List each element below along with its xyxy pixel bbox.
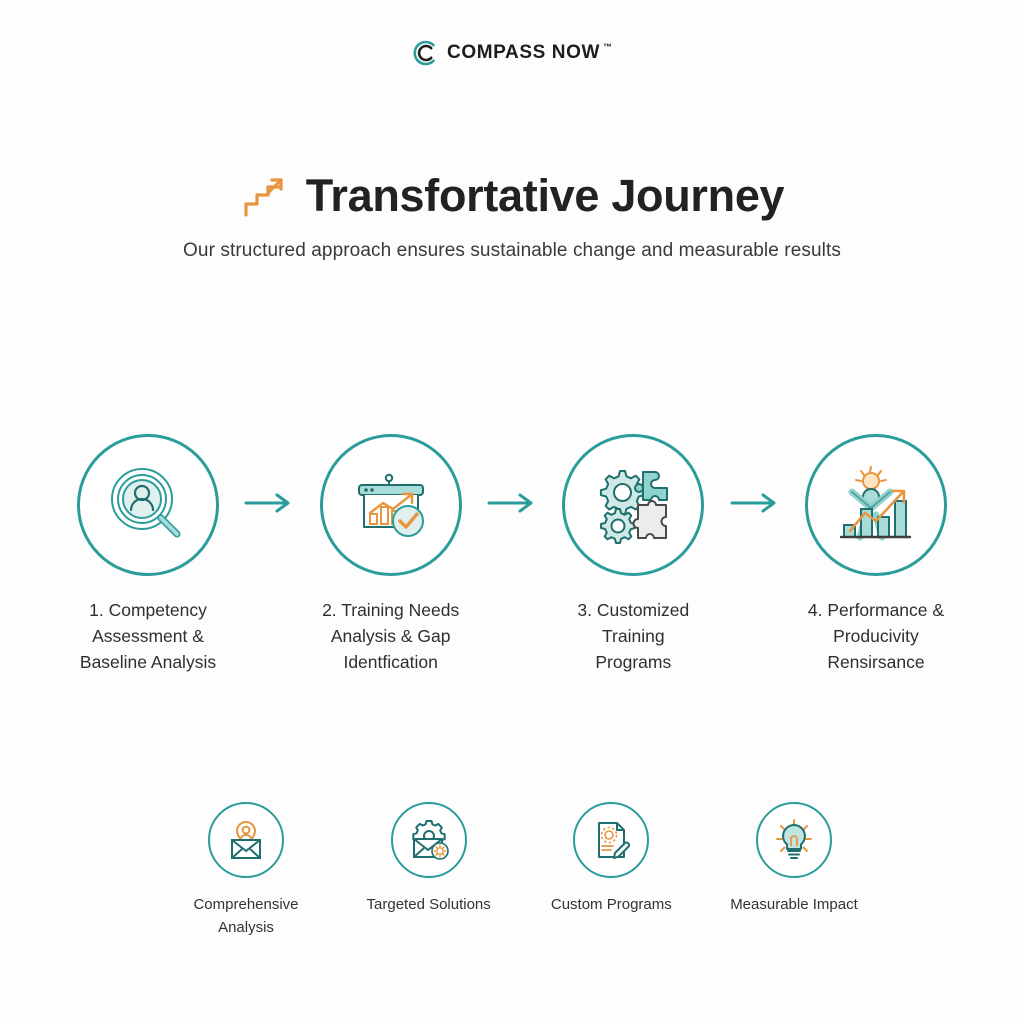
benefit-item-1[interactable]: Comprehensive Analysis xyxy=(170,802,322,939)
benefit-1-label-line2: Analysis xyxy=(218,918,274,936)
step-3-label-line1: 3. Customized xyxy=(577,600,690,620)
magnifier-person-icon xyxy=(102,459,194,551)
benefit-1-label-line1: Comprehensive xyxy=(193,896,299,913)
presentation-chart-check-icon xyxy=(345,459,437,551)
benefit-2-label-line1: Targeted Solutions xyxy=(366,896,491,913)
person-growth-chart-icon xyxy=(830,459,922,551)
step-2-label-line3: Identfication xyxy=(343,651,438,672)
arrow-right-icon xyxy=(730,492,780,519)
document-gear-pen-icon xyxy=(587,816,635,864)
benefit-4-icon-circle xyxy=(755,802,832,878)
step-1-label: 1. Competency Assessment & Baseline Anal… xyxy=(80,598,216,676)
step-1-icon-circle xyxy=(77,434,219,576)
process-step-1[interactable]: 1. Competency Assessment & Baseline Anal… xyxy=(62,434,234,676)
benefits-row: Comprehensive Analysis xyxy=(170,802,870,939)
step-3-label: 3. Customized Training Programs xyxy=(577,598,689,676)
gears-puzzle-icon xyxy=(587,459,679,551)
benefit-1-label: Comprehensive Analysis xyxy=(193,894,298,939)
step-4-icon-circle xyxy=(804,434,947,576)
step-3-label-line2: Training xyxy=(602,625,665,646)
brand-name: COMPASS NOW xyxy=(447,42,600,63)
step-2-label-line2: Analysis & Gap xyxy=(330,625,451,646)
step-2-label: 2. Training Needs Analysis & Gap Identfi… xyxy=(322,598,459,676)
arrow-right-icon xyxy=(487,492,537,519)
benefit-2-label: Targeted Solutions xyxy=(367,894,491,917)
envelope-person-pin-icon xyxy=(222,816,270,864)
step-1-label-line2: Assessment & xyxy=(92,625,204,646)
step-1-label-line3: Baseline Analysis xyxy=(79,651,217,672)
lightbulb-icon xyxy=(770,816,818,864)
step-4-label: 4. Performance & Producivity Rensirsance xyxy=(808,598,944,676)
step-2-icon-circle xyxy=(319,434,462,576)
growth-arrow-icon xyxy=(240,174,288,222)
arrow-right-icon xyxy=(244,492,294,519)
process-step-4[interactable]: 4. Performance & Producivity Rensirsance xyxy=(790,434,962,676)
trademark-symbol: ™ xyxy=(602,42,612,52)
process-step-3[interactable]: 3. Customized Training Programs xyxy=(547,434,719,676)
connector-arrow-3 xyxy=(724,434,786,576)
brand-header: COMPASS NOW ™ xyxy=(0,40,1024,66)
step-3-icon-circle xyxy=(562,434,705,576)
benefit-item-2[interactable]: Targeted Solutions xyxy=(353,802,505,917)
step-3-label-line3: Programs xyxy=(595,651,672,672)
step-4-label-line1: 4. Performance & xyxy=(807,600,945,620)
step-4-label-line3: Rensirsance xyxy=(827,651,925,672)
step-2-label-line1: 2. Training Needs xyxy=(322,600,460,620)
process-steps: 1. Competency Assessment & Baseline Anal… xyxy=(62,434,962,676)
page-title: Transfortative Journey xyxy=(305,170,785,221)
page-title-row: Transfortative Journey xyxy=(0,170,1024,222)
connector-arrow-1 xyxy=(238,434,300,576)
step-4-label-line2: Producivity xyxy=(833,625,919,646)
benefit-3-label-line1: Custom Programs xyxy=(550,896,672,913)
page-subtitle: Our structured approach ensures sustaina… xyxy=(183,240,841,261)
benefit-4-label: Measurable Impact xyxy=(730,894,858,917)
benefit-3-icon-circle xyxy=(573,802,650,878)
benefit-2-icon-circle xyxy=(390,802,467,878)
benefit-3-label: Custom Programs xyxy=(551,894,672,917)
benefit-item-4[interactable]: Measurable Impact xyxy=(718,802,870,917)
compass-c-ring-icon xyxy=(412,40,438,66)
connector-arrow-2 xyxy=(481,434,543,576)
benefit-1-icon-circle xyxy=(208,802,284,878)
benefit-item-3[interactable]: Custom Programs xyxy=(535,802,687,917)
benefit-4-label-line1: Measurable Impact xyxy=(730,896,858,913)
process-step-2[interactable]: 2. Training Needs Analysis & Gap Identfi… xyxy=(305,434,477,676)
envelope-gear-icon xyxy=(405,816,453,864)
step-1-label-line1: 1. Competency xyxy=(89,600,207,620)
